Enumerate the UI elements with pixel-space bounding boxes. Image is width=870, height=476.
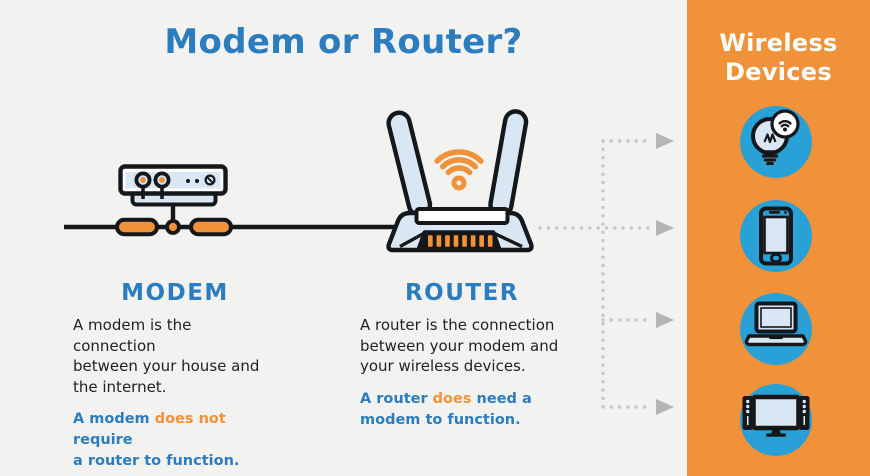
laptop-icon (740, 293, 812, 365)
wireless-devices-panel: Wireless Devices (687, 0, 870, 476)
router-description: A router is the connection between your … (360, 316, 559, 375)
modem-description: A modem is the connection between your h… (73, 316, 260, 396)
router-section: ROUTER A router is the connection betwee… (360, 280, 564, 431)
tv-speakers-icon (740, 384, 812, 456)
modem-note-after: require a router to function. (73, 432, 240, 469)
device-smartphone (736, 196, 816, 276)
router-note: A router does need a modem to function. (360, 389, 564, 431)
modem-note-before: A modem (73, 411, 155, 427)
modem-heading: MODEM (121, 280, 229, 306)
wifi-signal-icon (434, 149, 484, 191)
router-note-highlight: does (432, 390, 472, 407)
internet-cable-line (64, 217, 394, 237)
device-smart-bulb (736, 102, 816, 182)
device-tv-speakers (736, 380, 816, 460)
modem-note: A modem does not require a router to fun… (73, 409, 277, 472)
router-illustration (386, 109, 534, 253)
router-note-after: need a modem to function. (360, 390, 532, 428)
smartphone-icon (740, 200, 812, 272)
speaker-right (799, 396, 810, 430)
connector-arrow-icons (656, 133, 674, 415)
network-diagram (64, 109, 674, 415)
panel-title: Wireless Devices (719, 29, 838, 86)
modem-note-highlight: does not (154, 411, 226, 427)
router-vent-slats (428, 235, 493, 247)
modem-illustration (118, 164, 228, 235)
smart-bulb-icon (740, 106, 812, 178)
power-icon (204, 174, 216, 186)
page-title: Modem or Router? (164, 22, 523, 62)
router-heading: ROUTER (404, 280, 520, 306)
modem-section: MODEM A modem is the connection between … (73, 280, 277, 472)
dotted-connector-lines (538, 139, 654, 409)
device-laptop (736, 289, 816, 369)
speaker-left (742, 396, 753, 430)
router-note-before: A router (360, 390, 433, 407)
